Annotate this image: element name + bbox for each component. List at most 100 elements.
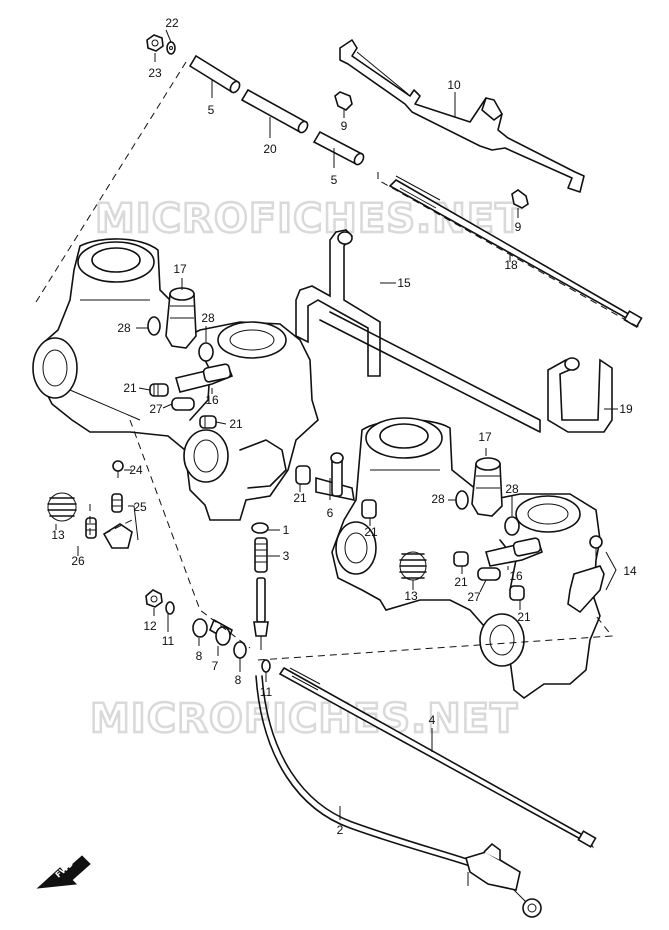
nut-12 <box>145 589 163 608</box>
spring-3 <box>254 537 268 573</box>
hose-5-upper <box>188 54 241 94</box>
callout-5a: 5 <box>208 103 215 117</box>
callout-28b: 28 <box>201 311 215 325</box>
screw-24 <box>112 460 124 478</box>
callout-25: 25 <box>133 500 147 514</box>
leader-14 <box>605 551 617 591</box>
callout-labels: 2223520591091815172828211627211924251326… <box>51 16 637 837</box>
jet-21-right-d <box>509 585 525 601</box>
callout-21e: 21 <box>454 575 468 589</box>
fitting-17-right <box>471 457 503 517</box>
rod-4 <box>278 666 597 849</box>
callout-11b: 11 <box>260 685 273 699</box>
hose-5-lower <box>312 130 365 166</box>
rod-18 <box>388 175 643 328</box>
leader-21b <box>215 421 227 425</box>
hose-20 <box>240 88 309 134</box>
callout-26: 26 <box>71 554 85 568</box>
carburetor-left <box>32 238 319 521</box>
callout-6: 6 <box>327 506 334 520</box>
collar-7 <box>208 618 234 646</box>
callout-12: 12 <box>143 619 157 633</box>
nut-23 <box>146 34 164 52</box>
callout-22: 22 <box>165 16 179 30</box>
washer-11-left <box>165 601 175 615</box>
callout-21d: 21 <box>364 525 378 539</box>
callout-16a: 16 <box>205 393 219 407</box>
jet-21-right-c <box>453 551 469 567</box>
callout-24: 24 <box>129 463 143 477</box>
screw-spring-25 <box>102 493 133 549</box>
callout-28c: 28 <box>431 492 445 506</box>
bracket-14 <box>567 535 605 614</box>
callout-21b: 21 <box>229 417 243 431</box>
dashline-18 <box>377 172 641 329</box>
oring-28-right-b <box>504 516 520 536</box>
clip-9-upper <box>334 91 353 111</box>
callout-17a: 17 <box>173 262 187 276</box>
callout-28d: 28 <box>505 482 519 496</box>
jet-21-right-b <box>361 499 377 519</box>
hose-19-run <box>319 311 541 433</box>
callout-1: 1 <box>283 523 290 537</box>
callout-8b: 8 <box>235 673 242 687</box>
tee-6 <box>315 452 355 502</box>
callout-27a: 27 <box>149 402 163 416</box>
hose-19 <box>547 357 613 433</box>
callout-5b: 5 <box>331 173 338 187</box>
spring-13-left <box>47 492 77 522</box>
leader-22 <box>165 29 172 43</box>
callout-18: 18 <box>504 258 518 272</box>
clip-9-lower <box>511 189 529 209</box>
callout-15: 15 <box>397 276 411 290</box>
callout-9b: 9 <box>515 220 522 234</box>
callout-13a: 13 <box>51 528 65 542</box>
washer-11-right <box>261 659 271 673</box>
fitting-16-right <box>485 537 543 567</box>
callout-14: 14 <box>623 564 637 578</box>
callout-20: 20 <box>263 142 277 156</box>
cable-2 <box>255 675 542 918</box>
adjust-screw <box>253 577 269 650</box>
bushing-8-right <box>233 641 247 659</box>
leader-21a <box>138 387 151 391</box>
jet-21-left-a <box>149 383 169 397</box>
callout-21f: 21 <box>517 610 531 624</box>
fitting-17-left <box>165 287 197 349</box>
bracket-10 <box>339 39 585 193</box>
spring-small-26 <box>85 517 97 539</box>
dashline-bottom <box>257 615 613 661</box>
bushing-8-left <box>192 618 208 638</box>
callout-2: 2 <box>337 823 344 837</box>
jet-27-left <box>171 397 195 411</box>
callout-3: 3 <box>283 549 290 563</box>
callout-8a: 8 <box>196 649 203 663</box>
watermark-bottom: MICROFICHES.NET <box>90 696 518 742</box>
callout-28a: 28 <box>117 321 131 335</box>
callout-4: 4 <box>429 713 436 727</box>
callout-27b: 27 <box>467 590 481 604</box>
callout-11a: 11 <box>162 634 175 648</box>
fwd-arrow-icon: FWD <box>36 855 91 889</box>
leader-27a <box>162 403 173 409</box>
callout-17b: 17 <box>478 430 492 444</box>
jet-21-right-a <box>295 465 311 485</box>
fitting-16-left <box>175 363 234 393</box>
callout-10: 10 <box>447 78 461 92</box>
jet-21-left-b <box>199 415 217 429</box>
callout-16b: 16 <box>509 569 523 583</box>
oring-28-left-a <box>147 316 161 336</box>
leader-25 <box>128 505 139 541</box>
washer-22 <box>166 41 176 55</box>
dashline-left-low <box>129 419 251 649</box>
dashline-25 <box>89 504 133 540</box>
hose-15 <box>295 229 381 377</box>
oring-28-left-b <box>198 342 214 362</box>
callout-7: 7 <box>212 659 219 673</box>
oring-28-right-a <box>455 490 469 510</box>
washer-1 <box>251 522 269 534</box>
callout-19: 19 <box>619 402 633 416</box>
callout-21a: 21 <box>123 381 137 395</box>
leader-27b <box>479 579 487 593</box>
